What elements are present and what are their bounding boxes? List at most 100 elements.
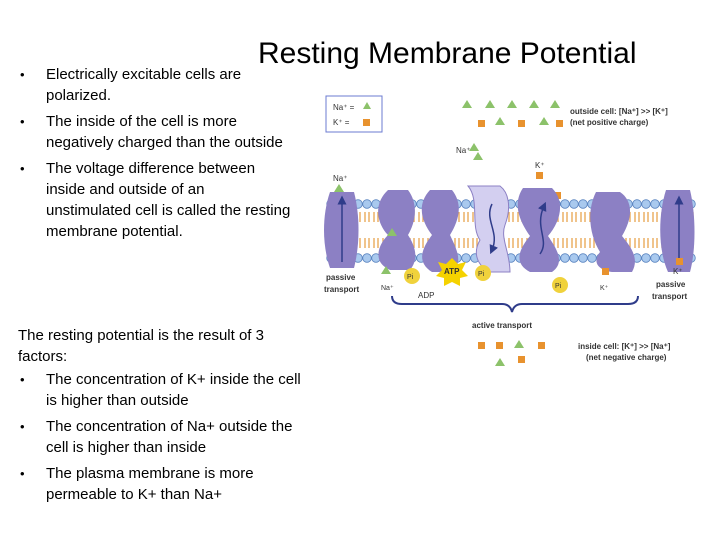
lipid-tail	[580, 212, 586, 222]
k-ion-icon	[676, 258, 683, 265]
outside-ions	[334, 100, 563, 199]
bullet-text: Electrically excitable cells are polariz…	[46, 66, 242, 104]
na-ion-icon	[387, 228, 397, 236]
pump-protein-2	[421, 190, 459, 272]
lipid-tail	[364, 212, 370, 222]
bullet-dot-icon: •	[20, 466, 25, 481]
page-title: Resting Membrane Potential	[258, 37, 637, 70]
lipid-tail	[517, 238, 523, 248]
na-ion-icon	[469, 143, 479, 151]
k-label-top: K⁺	[535, 161, 545, 170]
k-ion-icon	[518, 120, 525, 127]
legend-na-label: Na⁺ =	[333, 103, 355, 112]
inside-cell-label: inside cell: [K⁺] >> [Na⁺]	[578, 342, 671, 351]
active-transport-brace	[391, 295, 639, 313]
pump-protein-3	[466, 185, 511, 273]
pi-label-center: Pi	[478, 271, 485, 278]
lipid-head	[578, 199, 588, 209]
bullet-item: • Electrically excitable cells are polari…	[18, 64, 293, 106]
bullet-item: •The voltage difference between inside a…	[18, 158, 293, 242]
lipid-head	[641, 253, 651, 263]
top-bullet-list: • Electrically excitable cells are polari…	[18, 64, 293, 247]
na-ion-icon	[514, 340, 524, 348]
k-ion-icon	[518, 356, 525, 363]
lipid-tail	[634, 212, 640, 222]
na-ion-icon	[539, 117, 549, 125]
na-ion-icon	[495, 117, 505, 125]
passive-label-right-1: passive	[656, 280, 686, 289]
lipid-head	[461, 199, 471, 209]
bullet-dot-icon: •	[20, 67, 25, 82]
lipid-head	[362, 199, 372, 209]
factor-item: •The concentration of Na+ outside the ce…	[18, 416, 303, 458]
k-flow-arrow	[538, 201, 547, 255]
atp-burst-icon	[436, 258, 468, 286]
lipid-tail	[373, 238, 379, 248]
na-ion-icon	[485, 100, 495, 108]
lipid-tail	[562, 238, 568, 248]
na-ion-icon	[334, 184, 344, 192]
na-ion-icon	[462, 100, 472, 108]
bullet-dot-icon: •	[20, 114, 25, 129]
lipid-tail	[463, 238, 469, 248]
factor-text: The concentration of K+ inside the cell …	[46, 371, 301, 409]
k-label-right: K⁺	[673, 267, 683, 276]
lipid-head	[560, 199, 570, 209]
outside-charge-label: (net positive charge)	[570, 118, 649, 127]
lipid-tail	[418, 238, 424, 248]
outside-cell-label: outside cell: [Na⁺] >> [K⁺]	[570, 107, 668, 116]
active-transport-label: active transport	[472, 321, 532, 330]
pump-protein-5	[590, 192, 635, 272]
lipid-tail	[571, 238, 577, 248]
passive-label-left-1: passive	[326, 273, 356, 282]
k-ion-icon	[536, 172, 543, 179]
lipid-tail	[580, 238, 586, 248]
right-channel-protein	[660, 190, 695, 272]
na-ion-icon	[529, 100, 539, 108]
transport-proteins	[324, 185, 695, 273]
na-ion-icon	[363, 102, 371, 109]
legend-k-label: K⁺ =	[333, 118, 350, 127]
passive-label-left-2: transport	[324, 285, 359, 294]
na-label-left: Na⁺	[333, 174, 347, 183]
bullet-dot-icon: •	[20, 372, 25, 387]
lipid-tail	[652, 212, 658, 222]
lipid-tail	[508, 212, 514, 222]
lipid-head	[569, 253, 579, 263]
lipid-tail	[463, 212, 469, 222]
adp-label: ADP	[418, 291, 434, 300]
factors-section: The resting potential is the result of 3…	[18, 325, 303, 510]
na-ion-icon	[550, 100, 560, 108]
factor-item: • The plasma membrane is more permeable t…	[18, 463, 303, 505]
lipid-tail	[589, 238, 595, 248]
na-ion-icon	[381, 266, 391, 274]
lipid-tail	[508, 238, 514, 248]
k-ion-icon	[363, 119, 370, 126]
na-label-bottom: Na⁺	[381, 285, 394, 292]
lipid-head	[578, 253, 588, 263]
factor-text: The plasma membrane is more permeable to…	[46, 465, 254, 503]
factor-item: • The concentration of K+ inside the cell…	[18, 369, 303, 411]
lipid-tail	[562, 212, 568, 222]
pump-protein-4	[517, 188, 561, 272]
k-ion-icon	[602, 268, 609, 275]
lipid-tail	[652, 238, 658, 248]
lipid-head	[362, 253, 372, 263]
lipid-head	[587, 253, 597, 263]
lipid-tail	[643, 238, 649, 248]
na-label-top: Na⁺	[456, 146, 470, 155]
lipid-tail	[472, 238, 478, 248]
pi-label-right: Pi	[555, 283, 562, 290]
atp-label: ATP	[444, 267, 460, 276]
inside-ions	[381, 228, 683, 275]
k-ion-icon	[538, 342, 545, 349]
bullet-text: The inside of the cell is more negativel…	[46, 113, 283, 151]
k-ion-icon	[478, 342, 485, 349]
na-ion-icon	[495, 358, 505, 366]
lipid-tail	[454, 238, 460, 248]
pump-protein-1	[378, 190, 416, 270]
lipid-head	[650, 199, 660, 209]
passive-label-right-2: transport	[652, 292, 687, 301]
lipid-head	[569, 199, 579, 209]
